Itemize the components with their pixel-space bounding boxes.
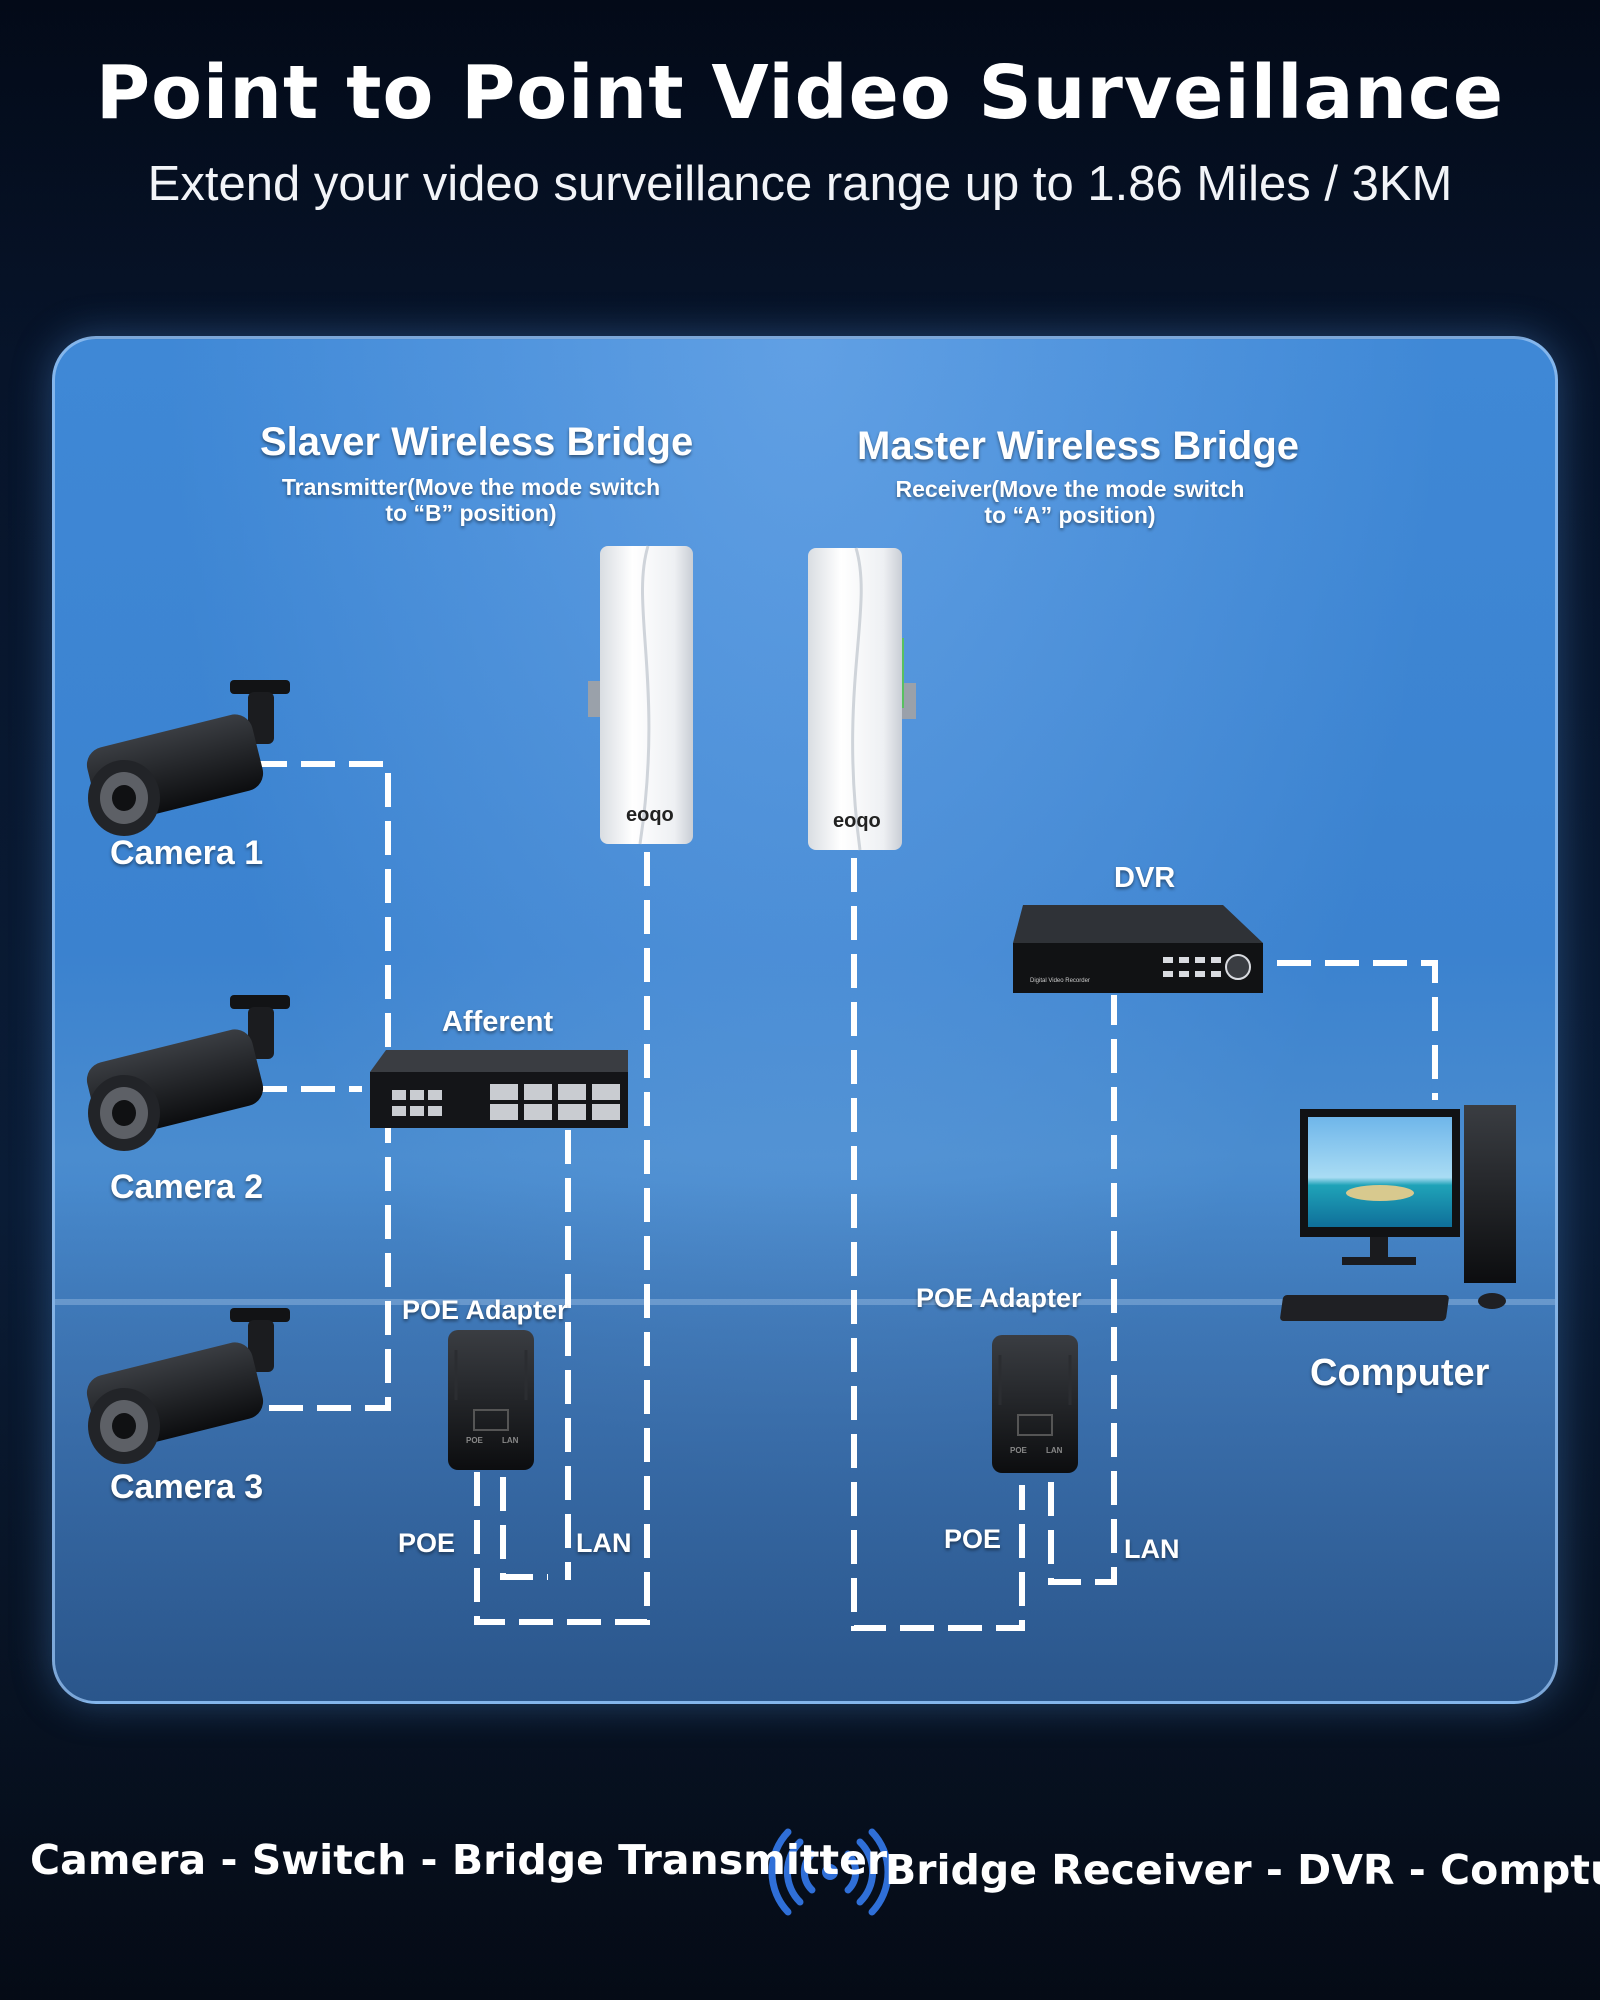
master-bridge-title: Master Wireless Bridge <box>857 424 1300 468</box>
diagram-panel <box>52 336 1558 1704</box>
poe-right-label: POE <box>944 1524 1002 1554</box>
lan-right-port-label: LAN <box>1046 1446 1063 1455</box>
lan-right-label: LAN <box>1124 1534 1180 1564</box>
cable-poe-lan-right <box>1048 995 1117 1585</box>
switch-icon <box>370 1050 628 1128</box>
lan-left-port-label: LAN <box>502 1436 519 1445</box>
cable-poe-bridge-left <box>474 852 650 1625</box>
poe-adapter-left-label: POE Adapter <box>402 1295 568 1325</box>
master-note-line2: to “A” position) <box>984 502 1156 528</box>
wireless-signal-icon <box>768 1828 892 1916</box>
lan-left-label: LAN <box>576 1528 632 1558</box>
page-title: Point to Point Video Surveillance <box>95 50 1505 136</box>
slaver-note-line2: to “B” position) <box>385 500 557 526</box>
slaver-bridge-title: Slaver Wireless Bridge <box>260 420 694 464</box>
poe-right-port-label: POE <box>1010 1446 1027 1455</box>
poe-adapter-right-icon <box>992 1335 1078 1473</box>
slaver-note-line1: Transmitter(Move the mode switch <box>281 474 661 500</box>
cable-dvr-computer <box>1277 960 1438 1100</box>
footer-left-text: Camera - Switch - Bridge Transmitter <box>30 1836 888 1884</box>
camera-3-label: Camera 3 <box>110 1468 264 1506</box>
camera-1-label: Camera 1 <box>110 834 264 872</box>
poe-adapter-right-label: POE Adapter <box>916 1283 1082 1313</box>
slaver-bridge-device <box>588 545 693 845</box>
cable-poe-lan-left <box>500 1477 548 1580</box>
master-brand: eoqo <box>833 810 881 832</box>
switch-label: Afferent <box>442 1006 554 1038</box>
poe-left-port-label: POE <box>466 1436 483 1445</box>
poe-left-label: POE <box>398 1528 456 1558</box>
camera-icon-3 <box>86 1308 290 1464</box>
computer-label: Computer <box>1310 1352 1490 1394</box>
poe-adapter-left-icon <box>448 1330 534 1470</box>
slaver-brand: eoqo <box>626 804 674 826</box>
camera-2-label: Camera 2 <box>110 1168 264 1206</box>
dvr-brand: Digital Video Recorder <box>1030 978 1090 984</box>
dvr-label: DVR <box>1114 862 1176 894</box>
master-bridge-note: Receiver(Move the mode switch to “A” pos… <box>880 476 1260 528</box>
slaver-bridge-note: Transmitter(Move the mode switch to “B” … <box>262 474 680 526</box>
footer-right-text: Bridge Receiver - DVR - Comptuer <box>885 1846 1600 1894</box>
camera-icon-1 <box>86 680 290 836</box>
camera-icon-2 <box>86 995 290 1151</box>
city-backdrop <box>55 1181 1555 1701</box>
page-subtitle: Extend your video surveillance range up … <box>147 157 1453 211</box>
dvr-icon <box>1013 905 1263 993</box>
master-note-line1: Receiver(Move the mode switch <box>895 476 1245 502</box>
cable-bridge-right-poe <box>851 858 1025 1631</box>
cable-group <box>253 761 1438 1631</box>
computer-icon <box>1280 1105 1516 1321</box>
master-bridge-device <box>808 547 916 851</box>
horizon-line <box>55 1299 1555 1305</box>
